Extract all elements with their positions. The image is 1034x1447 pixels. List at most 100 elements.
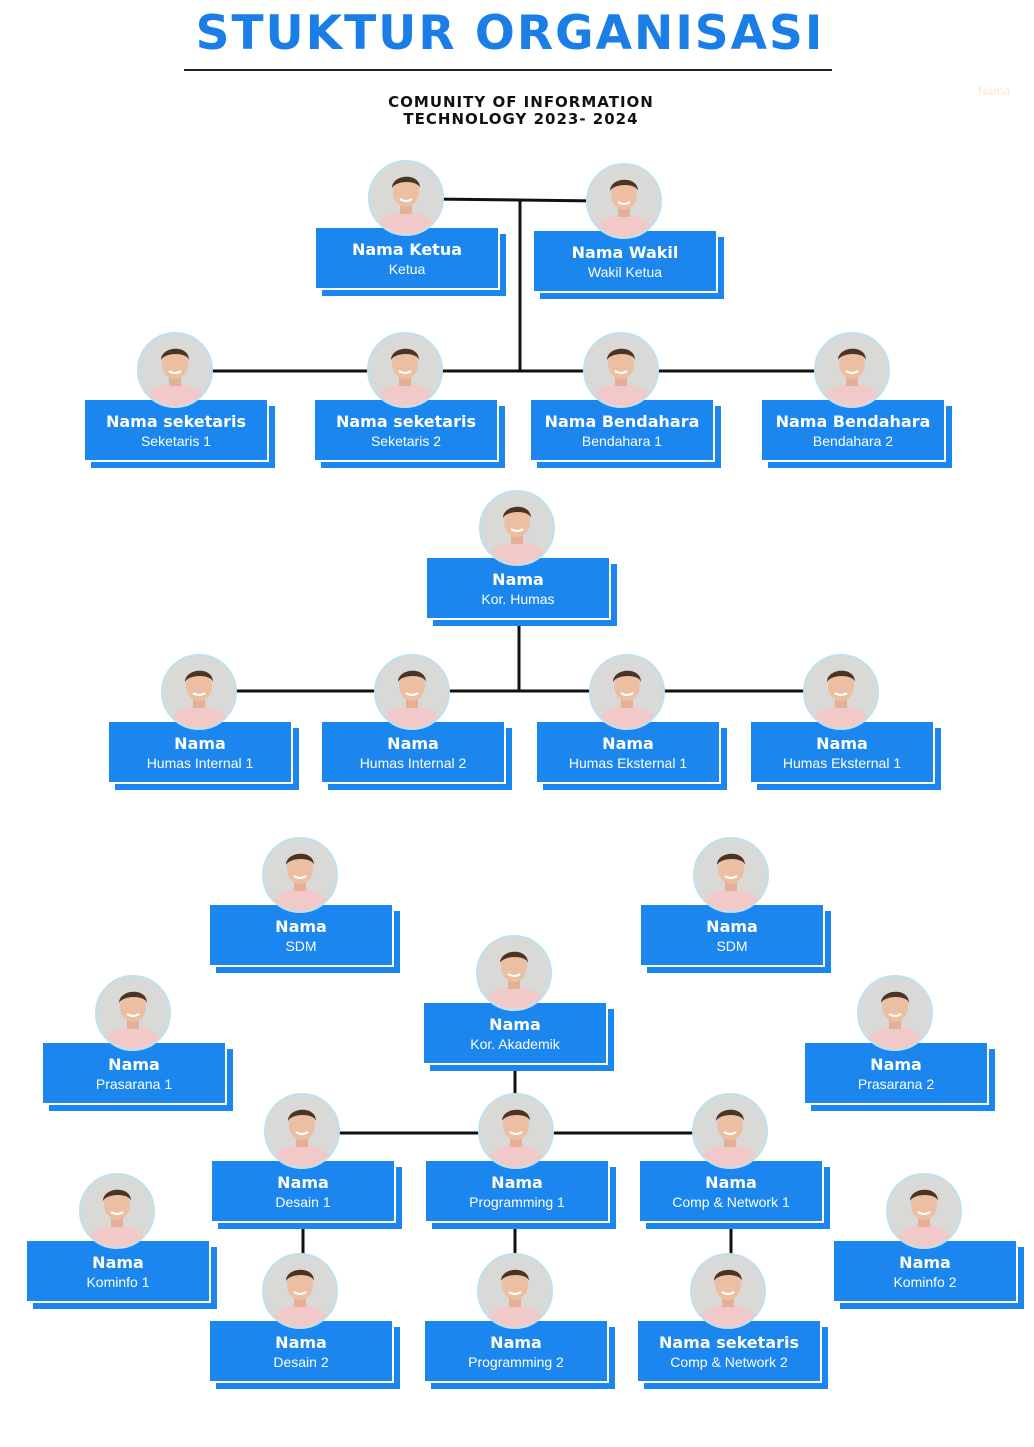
member-role: Seketaris 2: [370, 433, 442, 449]
member-name: Nama: [816, 734, 868, 753]
person-photo-icon: [589, 654, 665, 730]
member-role: SDM: [285, 938, 317, 954]
member-name: Nama: [275, 917, 327, 936]
member-name: Nama: [899, 1253, 951, 1272]
person-photo-icon: [478, 1093, 554, 1169]
member-name: Nama seketaris: [658, 1333, 799, 1352]
member-name: Nama: [492, 570, 544, 589]
person-photo-icon: [367, 332, 443, 408]
member-name: Nama seketaris: [335, 412, 476, 431]
person-photo-icon: [857, 975, 933, 1051]
person-photo-icon: [814, 332, 890, 408]
member-name: Nama: [174, 734, 226, 753]
member-role: SDM: [716, 938, 748, 954]
person-photo-icon: [583, 332, 659, 408]
person-photo-icon: [374, 654, 450, 730]
person-photo-icon: [95, 975, 171, 1051]
member-role: Wakil Ketua: [587, 264, 663, 280]
member-role: Humas Internal 2: [359, 755, 467, 771]
member-name: Nama: [706, 917, 758, 936]
member-role: Comp & Network 2: [670, 1354, 788, 1370]
member-role: Kor. Humas: [481, 591, 555, 607]
person-photo-icon: [368, 160, 444, 236]
member-name: Nama: [92, 1253, 144, 1272]
member-role: Kominfo 1: [86, 1274, 150, 1290]
person-photo-icon: [586, 163, 662, 239]
member-role: Programming 2: [468, 1354, 564, 1370]
member-name: Nama Bendahara: [544, 412, 700, 431]
title-divider: [184, 69, 832, 71]
member-name: Nama: [602, 734, 654, 753]
member-role: Prasarana 1: [95, 1076, 173, 1092]
person-photo-icon: [692, 1093, 768, 1169]
member-name: Nama Bendahara: [775, 412, 931, 431]
member-role: Humas Internal 1: [146, 755, 254, 771]
person-photo-icon: [690, 1253, 766, 1329]
member-name: Nama: [108, 1055, 160, 1074]
person-photo-icon: [262, 1253, 338, 1329]
member-role: Ketua: [388, 261, 426, 277]
member-role: Desain 2: [273, 1354, 329, 1370]
person-photo-icon: [476, 935, 552, 1011]
member-name: Nama: [490, 1333, 542, 1352]
member-name: Nama: [870, 1055, 922, 1074]
person-photo-icon: [137, 332, 213, 408]
connector-line: [429, 197, 601, 203]
member-role: Kor. Akademik: [470, 1036, 560, 1052]
person-photo-icon: [803, 654, 879, 730]
person-photo-icon: [693, 837, 769, 913]
person-photo-icon: [886, 1173, 962, 1249]
member-role: Prasarana 2: [857, 1076, 935, 1092]
member-role: Seketaris 1: [140, 433, 212, 449]
member-role: Bendahara 1: [581, 433, 663, 449]
member-name: Nama Wakil: [571, 243, 679, 262]
page-subtitle: COMUNITY OF INFORMATION TECHNOLOGY 2023-…: [0, 94, 1034, 128]
subtitle-line: TECHNOLOGY 2023- 2024: [403, 110, 639, 128]
faint-watermark-text: Nama: [978, 84, 1011, 98]
member-name: Nama: [705, 1173, 757, 1192]
subtitle-line: COMUNITY OF INFORMATION: [388, 93, 654, 111]
member-name: Nama: [491, 1173, 543, 1192]
member-name: Nama: [489, 1015, 541, 1034]
member-role: Programming 1: [469, 1194, 565, 1210]
person-photo-icon: [262, 837, 338, 913]
page-title: STUKTUR ORGANISASI: [195, 6, 825, 61]
